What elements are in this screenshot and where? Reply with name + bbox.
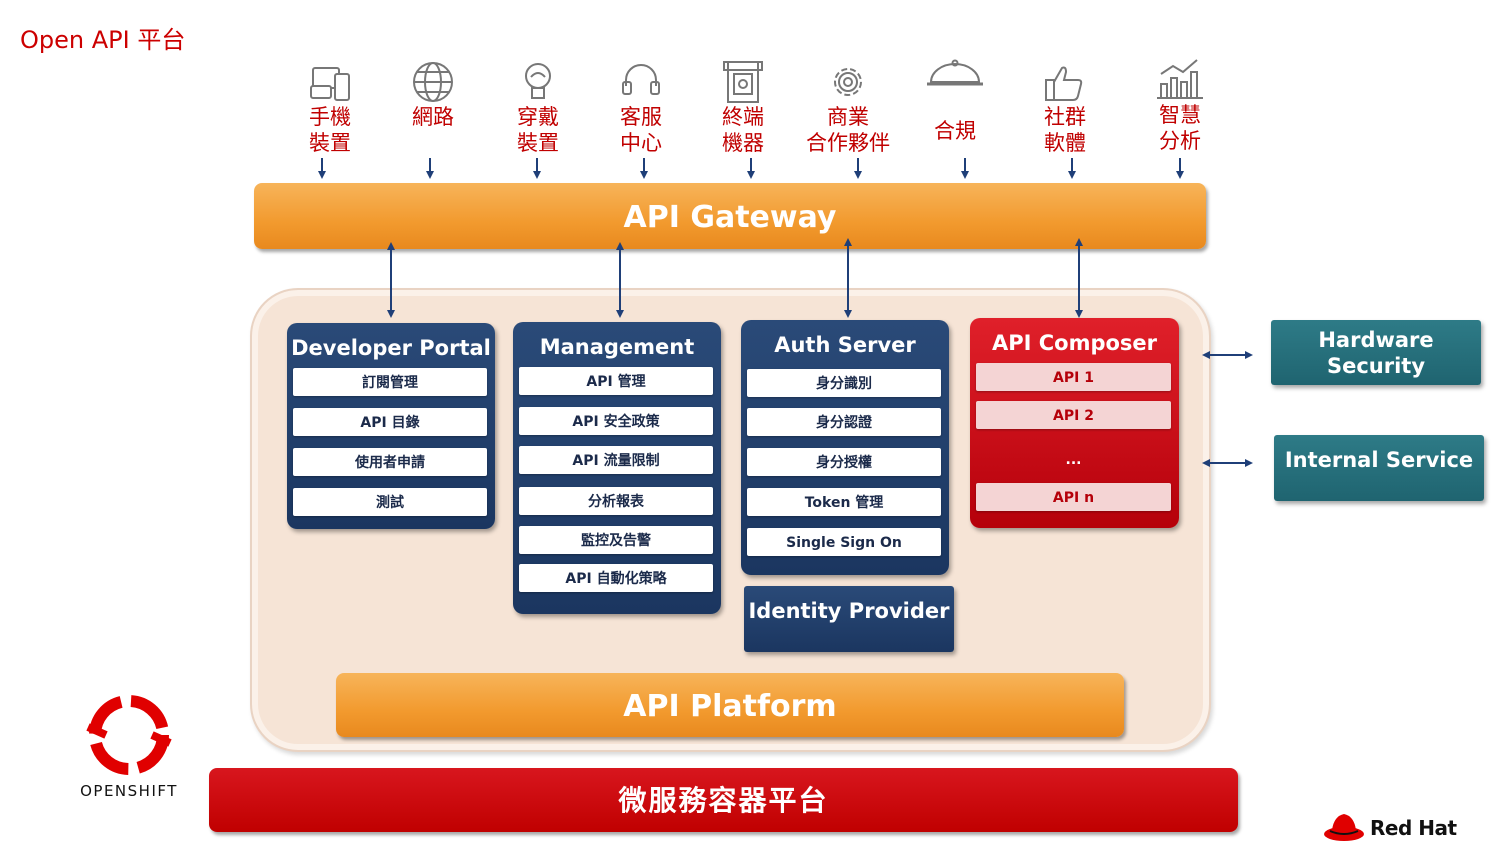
atm-icon	[723, 61, 763, 103]
client-label: 商業 合作夥伴	[806, 105, 890, 155]
api-composer-item: API 2	[976, 401, 1171, 429]
client-label: 合規	[934, 119, 976, 143]
auth-server-item: 身分授權	[747, 448, 941, 476]
client-compliance: 合規	[905, 58, 1005, 144]
management-item: 分析報表	[519, 487, 713, 515]
management-panel: Management API 管理 API 安全政策 API 流量限制 分析報表…	[513, 322, 721, 614]
api-gateway-bar: API Gateway	[254, 183, 1206, 249]
client-call-center: 客服 中心	[591, 60, 691, 156]
thumbs-up-icon	[1045, 66, 1083, 101]
client-label: 社群 軟體	[1044, 105, 1086, 155]
api-platform-bar: API Platform	[336, 673, 1124, 737]
openshift-logo: OPENSHIFT	[66, 683, 192, 811]
client-business-partners: 商業 合作夥伴	[798, 60, 898, 156]
developer-portal-item: API 目錄	[293, 408, 487, 436]
api-composer-item: API n	[976, 483, 1171, 511]
client-mobile-devices: 手機 裝置	[280, 60, 380, 156]
management-item: API 自動化策略	[519, 564, 713, 592]
client-wearables: 穿戴 裝置	[488, 60, 588, 156]
auth-server-item: Token 管理	[747, 488, 941, 516]
client-smart-analytics: 智慧 分析	[1130, 58, 1230, 154]
page-title: Open API 平台	[20, 26, 186, 54]
gear-icon	[834, 68, 862, 96]
developer-portal-item: 測試	[293, 488, 487, 516]
headset-icon	[622, 64, 660, 95]
client-label: 手機 裝置	[309, 105, 351, 155]
red-hat-icon	[1324, 814, 1364, 841]
client-terminal-machine: 終端 機器	[693, 60, 793, 156]
management-item: API 安全政策	[519, 407, 713, 435]
api-composer-title: API Composer	[991, 331, 1158, 355]
identity-provider-box: Identity Provider	[744, 586, 954, 652]
auth-server-panel: Auth Server 身分識別 身分認證 身分授權 Token 管理 Sing…	[741, 320, 949, 575]
hardware-security-box: Hardware Security	[1271, 320, 1481, 385]
openshift-ring-icon	[86, 695, 172, 775]
globe-icon	[413, 62, 453, 102]
api-composer-panel: API Composer API 1 API 2 ... API n	[970, 318, 1179, 528]
api-composer-item: ...	[1065, 452, 1082, 468]
client-label: 終端 機器	[722, 105, 764, 155]
microservice-platform-bar: 微服務容器平台	[209, 768, 1238, 832]
management-item: API 管理	[519, 367, 713, 395]
management-title: Management	[539, 335, 695, 359]
auth-server-item: Single Sign On	[747, 528, 941, 556]
client-label: 網路	[412, 105, 454, 129]
auth-server-title: Auth Server	[774, 333, 916, 357]
client-web: 網路	[383, 60, 483, 130]
client-label: 智慧 分析	[1159, 103, 1201, 153]
developer-portal-panel: Developer Portal 訂閱管理 API 目錄 使用者申請 測試	[287, 323, 495, 529]
redhat-logo: Red Hat	[1322, 808, 1472, 848]
client-social-software: 社群 軟體	[1015, 60, 1115, 156]
analytics-chart-icon	[1157, 59, 1203, 99]
developer-portal-title: Developer Portal	[291, 336, 491, 360]
auth-server-item: 身分識別	[747, 369, 941, 397]
client-label: 穿戴 裝置	[517, 105, 559, 155]
developer-portal-item: 訂閱管理	[293, 368, 487, 396]
mobile-devices-icon	[310, 67, 350, 101]
internal-service-box: Internal Service	[1274, 435, 1484, 501]
management-item: API 流量限制	[519, 446, 713, 474]
auth-server-item: 身分認證	[747, 408, 941, 436]
management-item: 監控及告警	[519, 526, 713, 554]
lightbulb-icon	[525, 63, 551, 99]
redhat-label: Red Hat	[1370, 816, 1457, 840]
cloche-icon	[927, 59, 983, 86]
api-composer-item: API 1	[976, 363, 1171, 391]
developer-portal-item: 使用者申請	[293, 448, 487, 476]
openshift-label: OPENSHIFT	[80, 782, 178, 800]
client-label: 客服 中心	[620, 105, 662, 155]
